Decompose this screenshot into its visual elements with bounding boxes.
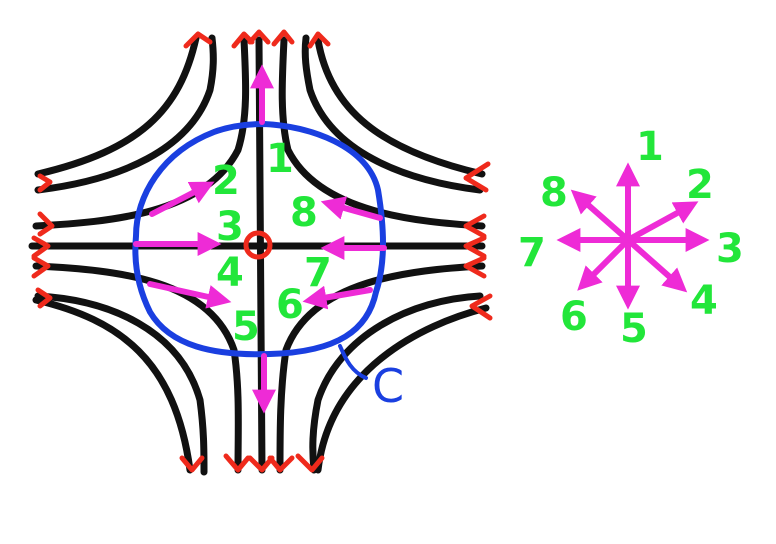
flow-lines xyxy=(28,34,490,476)
key-label-1: 1 xyxy=(636,124,664,170)
arrow-tip xyxy=(37,173,53,193)
arrow-tip xyxy=(463,213,487,239)
flow-vectors xyxy=(133,64,387,414)
flow-label-1: 1 xyxy=(266,136,294,182)
arrow-tip xyxy=(183,31,213,49)
arrow-tip xyxy=(463,235,487,259)
key-label-3: 3 xyxy=(716,226,744,272)
vector-8 xyxy=(320,196,383,221)
key-label-7: 7 xyxy=(518,230,546,276)
arrow-tip xyxy=(31,235,51,259)
flow-label-5: 5 xyxy=(232,304,260,350)
contour-label: C xyxy=(372,359,404,413)
key-vector-4 xyxy=(625,237,688,293)
arrow-tip xyxy=(223,453,251,473)
flow-line xyxy=(314,304,490,474)
flow-label-4: 4 xyxy=(216,250,244,296)
flow-line xyxy=(32,296,194,474)
arrow-tip xyxy=(271,29,295,47)
flow-line xyxy=(34,34,217,194)
flow-line xyxy=(278,36,486,230)
flow-label-6: 6 xyxy=(276,282,304,328)
key-vector-8 xyxy=(570,189,631,243)
arrow-tip xyxy=(463,161,491,193)
flow-labels: 1 2 3 4 5 6 7 8 xyxy=(212,136,332,350)
arrow-tip xyxy=(31,255,51,279)
vector-2 xyxy=(149,181,215,217)
key-vector-2 xyxy=(625,201,699,243)
arrow-tip xyxy=(307,31,331,49)
critical-point xyxy=(243,230,273,260)
flow-label-8: 8 xyxy=(290,190,318,236)
flow-line xyxy=(32,36,250,230)
flow-line xyxy=(301,34,484,194)
key-label-2: 2 xyxy=(686,162,714,208)
key-label-6: 6 xyxy=(560,294,588,340)
flow-line xyxy=(34,292,208,476)
flow-line xyxy=(314,36,486,178)
flow-label-3: 3 xyxy=(216,204,244,250)
vector-6 xyxy=(302,285,373,310)
flow-line xyxy=(276,262,486,474)
key-label-4: 4 xyxy=(690,278,718,324)
arrow-tip xyxy=(35,287,53,309)
arrow-tip xyxy=(463,255,487,279)
arrow-tip xyxy=(37,211,55,237)
flow-line xyxy=(34,34,200,178)
key-vector-6 xyxy=(577,237,631,291)
key-label-8: 8 xyxy=(540,170,568,216)
flow-line xyxy=(32,262,242,474)
flow-line xyxy=(309,292,484,474)
arrow-tips xyxy=(31,29,493,473)
arrow-tip xyxy=(295,453,325,473)
contour-leader xyxy=(338,344,368,380)
flow-label-7: 7 xyxy=(304,250,332,296)
arrow-tip xyxy=(469,293,493,321)
contour-c xyxy=(132,121,386,358)
vector-4 xyxy=(147,281,232,309)
key-label-5: 5 xyxy=(620,306,648,352)
arrow-tip xyxy=(247,455,275,473)
flow-label-2: 2 xyxy=(212,158,240,204)
arrow-tip xyxy=(179,455,205,473)
arrow-tip xyxy=(267,455,295,473)
direction-key: 1 2 3 4 5 6 7 8 xyxy=(518,124,744,352)
arrow-tip xyxy=(247,29,271,45)
